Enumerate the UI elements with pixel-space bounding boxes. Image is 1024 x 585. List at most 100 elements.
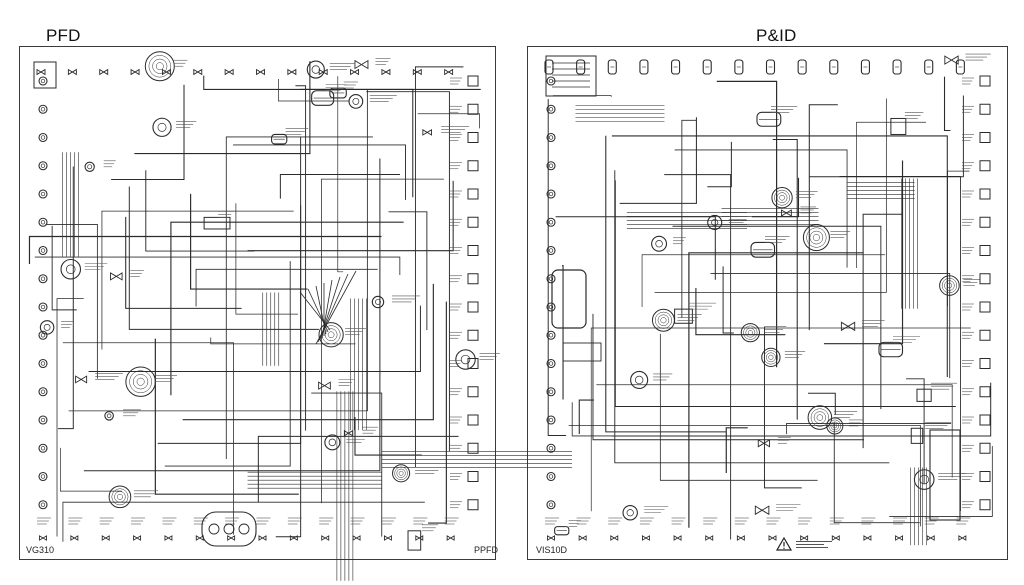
equipment-box [979, 442, 991, 454]
pump-symbol [622, 505, 638, 521]
equipment-box [674, 308, 693, 324]
equipment-box [467, 132, 479, 143]
equipment-box [979, 132, 991, 143]
equipment-box [979, 216, 991, 228]
vessel-symbol [576, 59, 586, 75]
valve-symbol [422, 129, 432, 136]
valve-symbol [578, 535, 587, 541]
exchanger-symbol [108, 485, 132, 509]
vessel-symbol [607, 59, 617, 75]
pipe-line [672, 225, 882, 410]
pump-impeller [40, 78, 46, 84]
vessel-symbol [878, 341, 904, 358]
pfd-drum-nozzle [208, 523, 220, 535]
exchanger-coil [946, 282, 953, 289]
valve-symbol [75, 375, 88, 384]
valve-symbol [863, 535, 872, 541]
storage-tank [551, 269, 587, 329]
valve-symbol [352, 535, 361, 541]
valve-symbol [610, 535, 619, 541]
pipe-line [807, 392, 836, 415]
valve-symbol [354, 59, 369, 70]
pump-impeller [40, 276, 46, 281]
vessel-symbol [671, 59, 681, 75]
pump-impeller [375, 299, 381, 305]
pipe-line [707, 141, 732, 188]
pipe-line [596, 384, 953, 478]
pipe-line [299, 88, 414, 198]
valve-symbol [412, 68, 422, 76]
exchanger-coil [832, 423, 838, 429]
pump-symbol [38, 415, 48, 425]
valve-symbol [350, 68, 360, 76]
pump-impeller [352, 97, 360, 105]
valve-symbol [39, 535, 47, 541]
valve-symbol [343, 429, 354, 437]
vessel-symbol [955, 59, 965, 75]
pipe-line [68, 89, 368, 412]
exchanger-symbol [392, 464, 411, 483]
exchanger-symbol [771, 187, 793, 209]
valve-symbol [195, 535, 204, 541]
equipment-box [467, 499, 479, 511]
pipe-line [833, 422, 920, 524]
pipe-line [562, 264, 564, 400]
pipe-line [947, 170, 970, 306]
exchanger-coil [745, 327, 756, 338]
pipe-line [592, 313, 865, 441]
pump-symbol [60, 258, 82, 280]
pump-symbol [104, 411, 114, 421]
pipe-line [125, 216, 242, 309]
equipment-box [890, 117, 907, 135]
pump-symbol [546, 161, 556, 171]
vessel-symbol [271, 133, 288, 145]
pipe-line [195, 268, 378, 307]
pipe-line [58, 166, 74, 430]
pipe-line [681, 119, 697, 318]
exchanger-coil [111, 488, 129, 506]
pump-impeller [548, 191, 554, 197]
equipment-box [979, 499, 991, 511]
pid-footer-left: VIS10D [536, 545, 568, 555]
valve-symbol [757, 439, 771, 448]
pump-impeller [919, 474, 929, 485]
pipe-line [611, 382, 992, 437]
pump-symbol [707, 214, 723, 230]
equipment-box [467, 216, 479, 228]
valve-symbol [36, 68, 46, 76]
pump-impeller [40, 191, 46, 197]
pump-impeller [548, 220, 554, 225]
pipe-line [388, 211, 428, 330]
pump-impeller [40, 446, 46, 451]
pump-symbol [546, 358, 556, 369]
pipe-line [710, 272, 951, 379]
pump-impeller [548, 248, 554, 253]
valve-symbol [381, 68, 391, 76]
pump-symbol [546, 415, 556, 425]
valve-symbol [926, 535, 935, 541]
pump-symbol [38, 217, 48, 227]
pipe-line [235, 203, 299, 315]
pipe-line [278, 79, 350, 102]
pump-symbol [38, 471, 48, 482]
pfd-manifold [315, 270, 357, 345]
pump-symbol [38, 104, 48, 114]
pump-symbol [38, 302, 48, 312]
pipe-line [763, 326, 802, 489]
pipe-line [823, 160, 904, 345]
valve-symbol [161, 68, 171, 76]
pump-symbol [546, 274, 556, 284]
valve-symbol [130, 68, 140, 76]
pump-symbol [455, 349, 476, 370]
exchanger-coil [327, 331, 335, 339]
valve-symbol [895, 535, 904, 541]
pipe-line [695, 288, 786, 336]
exchanger-coil [136, 377, 145, 386]
vessel-symbol [797, 59, 807, 75]
exchanger-coil [654, 311, 672, 329]
valve-symbol [287, 68, 297, 76]
exchanger-coil [812, 234, 820, 242]
pump-symbol [546, 217, 556, 227]
pump-impeller [40, 107, 46, 112]
vessel-symbol [639, 59, 649, 75]
